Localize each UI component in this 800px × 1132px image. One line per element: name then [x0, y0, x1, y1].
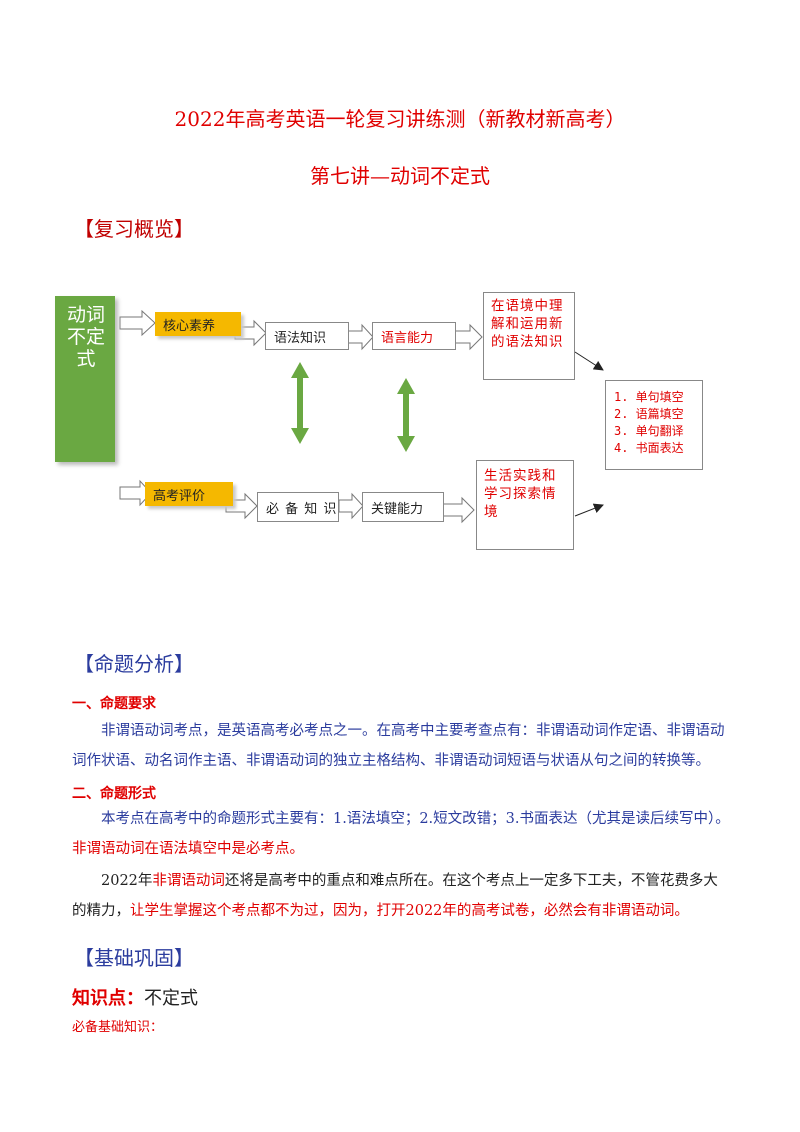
- focus-term: 非谓语动词: [152, 873, 225, 889]
- requirement-title: 一、命题要求: [72, 696, 156, 712]
- knowledge-point-label: 知识点：: [72, 988, 144, 1009]
- tag-core-literacy: 核心素养: [155, 312, 241, 336]
- main-block-label: 动词不定式: [66, 304, 105, 370]
- outcome-item: 1. 单句填空: [614, 390, 684, 404]
- outcome-item: 3. 单句翻译: [614, 424, 684, 438]
- thin-arrow: [574, 351, 604, 371]
- form-paragraph: 本考点在高考中的命题形式主要有：1.语法填空；2.短文改错；3.书面表达（尤其是…: [72, 804, 732, 864]
- page-title: 2022年高考英语一轮复习讲练测（新教材新高考）: [174, 107, 626, 131]
- main-block: 动词不定式: [55, 296, 115, 462]
- focus-text: 还将是高考中的重点和难点所在。在这个考点上一定多下工夫，不管花费多大的精力，: [72, 873, 718, 919]
- green-double-arrow: [291, 362, 309, 444]
- basics-heading: 【基础巩固】: [74, 946, 194, 970]
- block-arrow: [454, 323, 483, 351]
- diagram-arrows: [119, 309, 604, 524]
- outcome-item: 4. 书面表达: [614, 441, 684, 455]
- overview-heading: 【复习概览】: [74, 217, 194, 241]
- knowledge-point: 知识点：不定式: [72, 984, 198, 1010]
- page-subtitle: 第七讲—动词不定式: [310, 164, 490, 188]
- focus-year: 2022年: [101, 873, 153, 889]
- box-outcomes: 1. 单句填空 2. 语篇填空 3. 单句翻译 4. 书面表达: [605, 380, 703, 470]
- focus-highlight: 让学生掌握这个考点都不为过，因为，打开2022年的高考试卷，必然会有非谓语动词。: [130, 903, 689, 919]
- thin-arrow: [574, 503, 604, 517]
- box-language-ability: 语言能力: [372, 322, 456, 350]
- requirement-text: 非谓语动词考点，是英语高考必考点之一。在高考中主要考查点有：非谓语动词作定语、非…: [72, 723, 725, 769]
- block-arrow: [338, 492, 364, 520]
- block-arrow: [442, 496, 475, 524]
- form-title: 二、命题形式: [72, 786, 156, 802]
- box-grammar-knowledge: 语法知识: [265, 322, 349, 350]
- box-top-goal: 在语境中理解和运用新的语法知识: [483, 292, 575, 380]
- outcome-item: 2. 语篇填空: [614, 407, 684, 421]
- block-arrow: [234, 319, 267, 347]
- form-highlight: 非谓语动词在语法填空中是必考点。: [72, 841, 304, 857]
- box-bottom-goal: 生活实践和学习探索情境: [476, 460, 574, 550]
- box-essential-knowledge: 必 备 知 识: [257, 492, 339, 522]
- knowledge-point-value: 不定式: [144, 988, 198, 1009]
- green-double-arrow: [397, 378, 415, 452]
- form-text: 本考点在高考中的命题形式主要有：1.语法填空；2.短文改错；3.书面表达（尤其是…: [101, 811, 730, 827]
- must-know-label: 必备基础知识：: [72, 1020, 164, 1035]
- block-arrow: [225, 492, 258, 520]
- box-key-ability: 关键能力: [362, 492, 444, 522]
- focus-paragraph: 2022年非谓语动词还将是高考中的重点和难点所在。在这个考点上一定多下工夫，不管…: [72, 866, 732, 926]
- block-arrow: [119, 309, 156, 337]
- block-arrow: [347, 323, 374, 351]
- analysis-heading: 【命题分析】: [74, 652, 194, 676]
- tag-exam-evaluation: 高考评价: [145, 482, 233, 506]
